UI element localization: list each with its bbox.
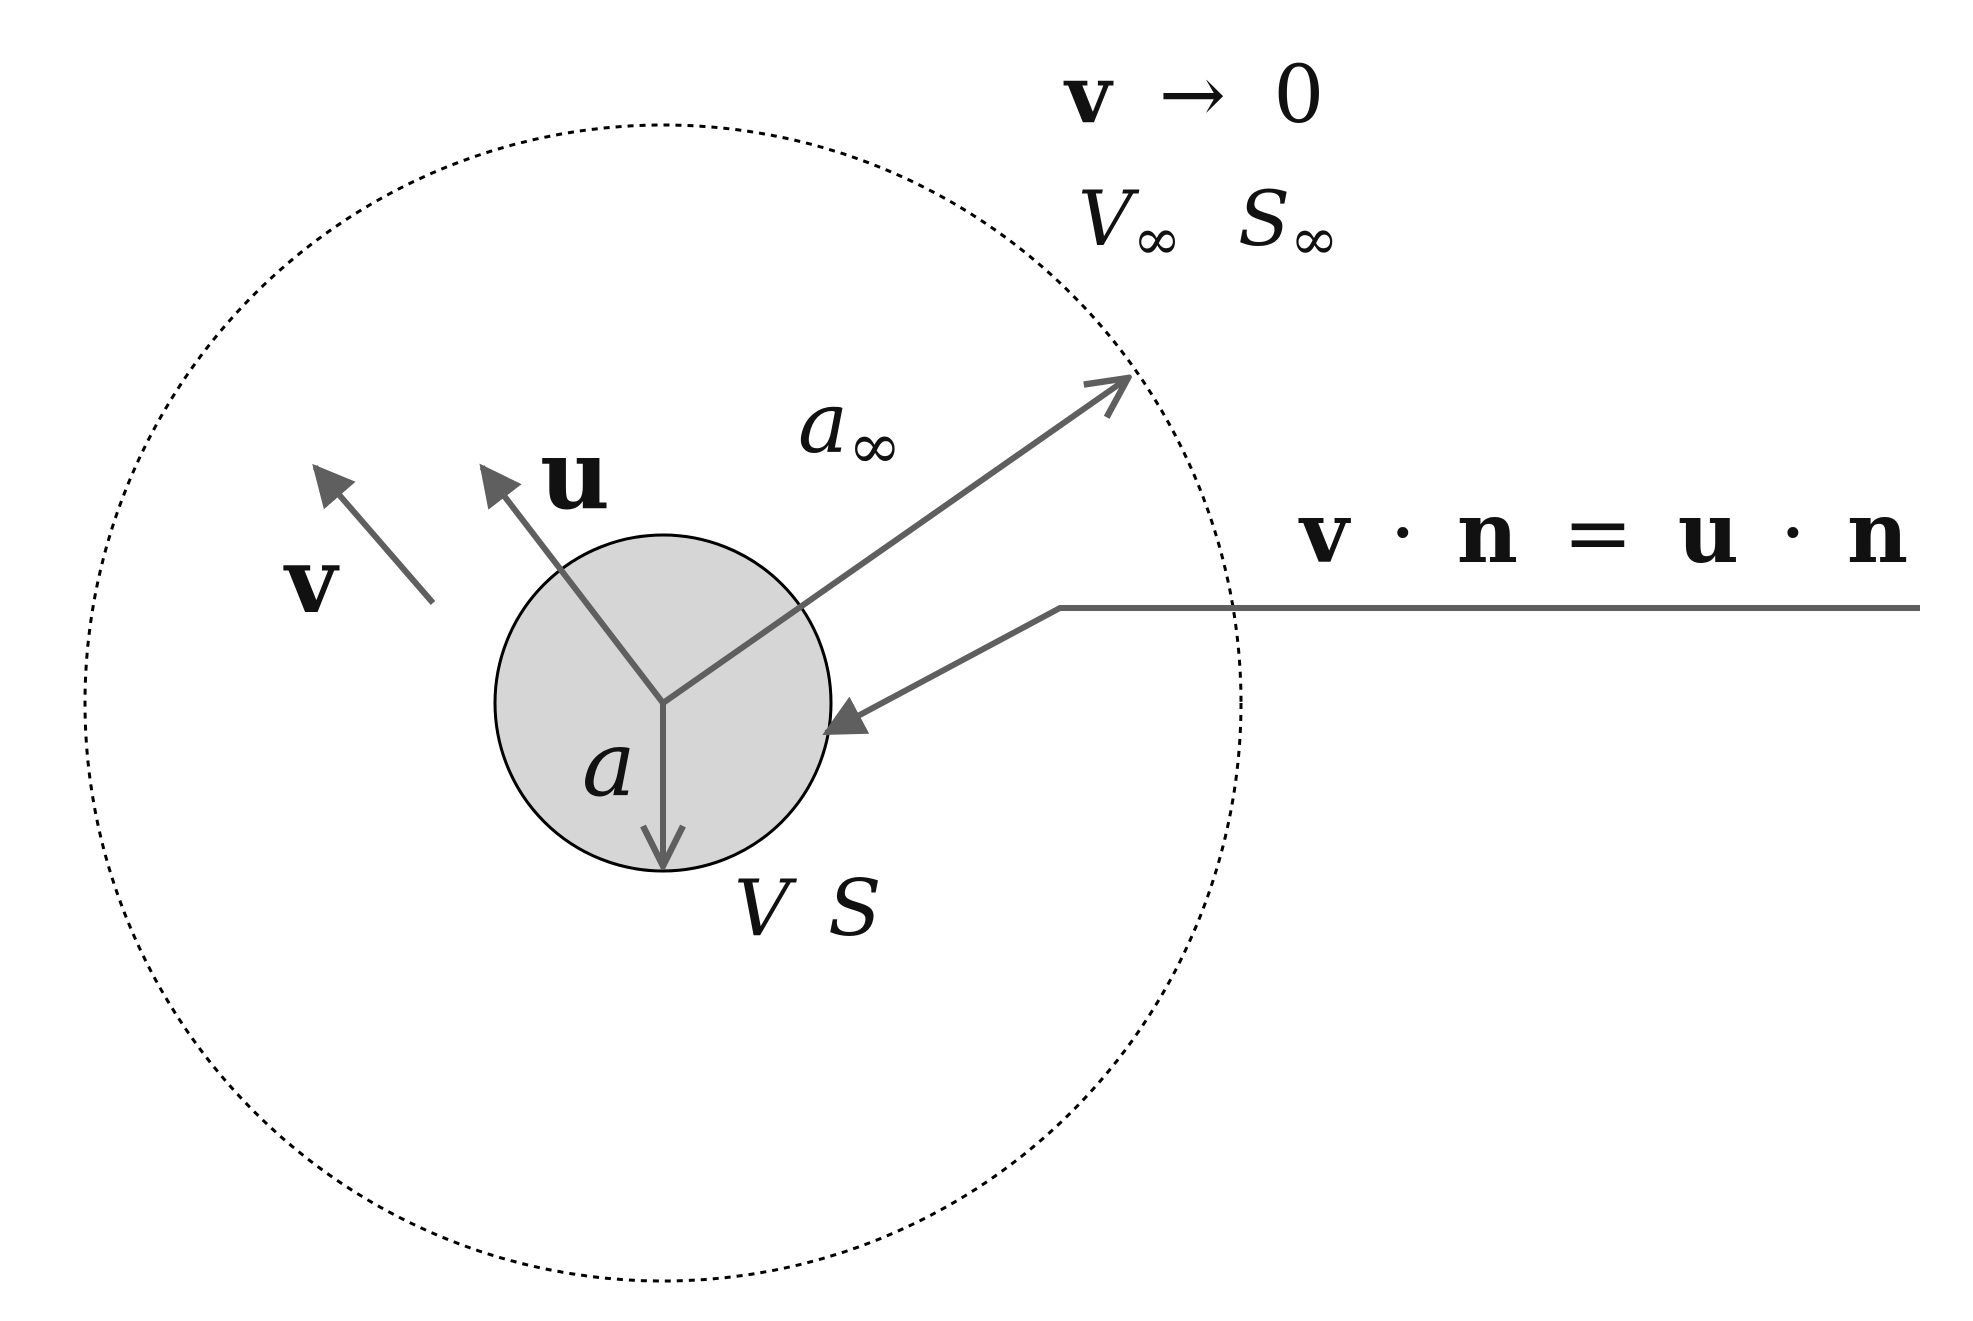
far-surface-sub: ∞ (1290, 205, 1338, 273)
inner-radius-label: a (582, 712, 636, 817)
outer-dashed-circle (83, 123, 1243, 1283)
inner-surface-label: S (828, 864, 881, 954)
bc-dot-2: · (1780, 484, 1807, 582)
bc-lhs-v: v (1298, 483, 1351, 582)
bc-lhs-n: n (1457, 483, 1518, 582)
far-volume-label: V∞ (1078, 174, 1181, 273)
velocity-u-arrow (479, 463, 666, 705)
bc-equals: = (1563, 484, 1633, 582)
boundary-leader-line (822, 605, 1920, 736)
boundary-condition-label: v · n = u · n (1298, 483, 1908, 582)
far-field-condition-label: v → 0 (1063, 47, 1324, 141)
far-volume-sub: ∞ (1133, 205, 1181, 273)
outer-radius-label: a∞ (798, 374, 901, 484)
bc-rhs-u: u (1678, 483, 1739, 582)
outer-radius-main: a (798, 374, 848, 472)
inner-volume-label: V (734, 864, 797, 954)
far-arrow: → (1159, 48, 1226, 141)
bc-dot-1: · (1390, 484, 1417, 582)
velocity-v-label: v (283, 528, 340, 634)
far-surface-label: S∞ (1238, 174, 1338, 273)
velocity-u-label: u (540, 418, 610, 531)
far-surface-main: S (1238, 174, 1290, 263)
far-volume-main: V (1078, 174, 1140, 263)
velocity-v-arrow (312, 463, 436, 605)
far-zero: 0 (1273, 48, 1324, 141)
far-vec-v: v (1063, 47, 1114, 141)
outer-radius-sub: ∞ (848, 410, 901, 484)
outer-radius-arrow (661, 378, 1128, 706)
bc-rhs-n: n (1847, 483, 1908, 582)
